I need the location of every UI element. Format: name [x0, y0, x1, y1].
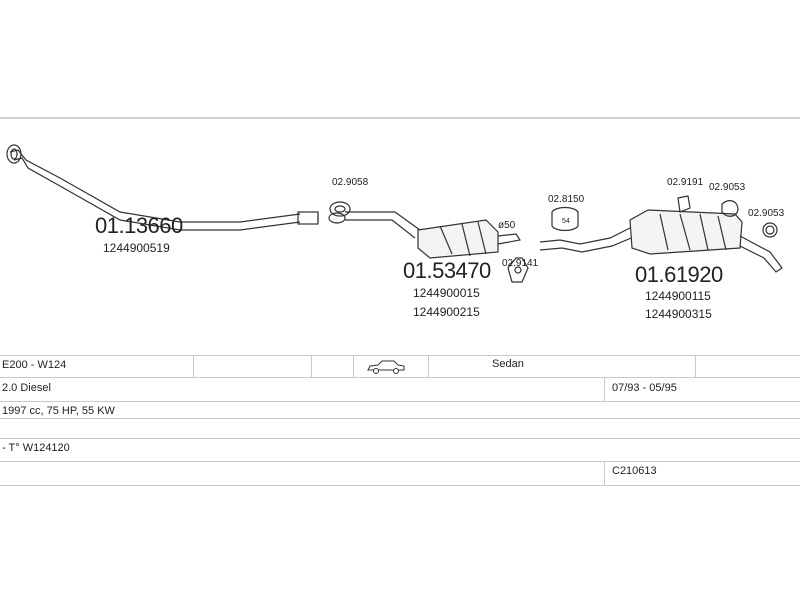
- mount-3-shape: [677, 195, 691, 213]
- table-col-divider: [604, 461, 605, 485]
- middle-silencer-shape: [417, 219, 499, 259]
- table-row-divider: [0, 418, 800, 419]
- model-cell: E200 - W124: [2, 359, 67, 371]
- middle-pipe: [345, 211, 421, 231]
- table-col-divider: [193, 355, 194, 377]
- table-row-divider: [0, 377, 800, 378]
- type-code-cell: - T° W124120: [2, 442, 70, 454]
- ring-number: 02.9053: [748, 208, 785, 219]
- table-row-divider: [0, 438, 800, 439]
- table-col-divider: [353, 355, 354, 377]
- table-col-divider: [311, 355, 312, 377]
- front-pipe-end: [297, 211, 319, 225]
- rear-silencer-oe-1: 1244900115: [645, 289, 711, 303]
- sedan-car-icon: [367, 360, 405, 374]
- kit-code-cell: C210613: [612, 465, 657, 477]
- tail-pipe: [739, 235, 783, 273]
- table-col-divider: [695, 355, 696, 377]
- top-divider: [0, 117, 800, 119]
- clamp-shape: [329, 201, 351, 217]
- front-pipe-shape-lower: [13, 157, 301, 231]
- mount-4-number: 02.9053: [709, 182, 746, 193]
- front-pipe-flange: [6, 144, 22, 164]
- mount-4-shape: [721, 200, 739, 217]
- ring-shape: [762, 222, 778, 238]
- clamp-1-number: 02.9058: [332, 177, 369, 188]
- mount-3-number: 02.9191: [667, 177, 704, 188]
- specs-cell: 1997 cc, 75 HP, 55 KW: [2, 405, 115, 417]
- rear-silencer-number: 01.61920: [635, 262, 723, 287]
- production-cell: 07/93 - 05/95: [612, 382, 677, 394]
- rear-silencer-shape: [629, 209, 743, 255]
- middle-silencer-number: 01.53470: [403, 258, 491, 283]
- rear-pipe: [539, 227, 631, 245]
- mount-1-shape: [507, 257, 529, 283]
- front-pipe-number: 01.13660: [95, 213, 183, 238]
- table-row-divider: [0, 401, 800, 402]
- engine-cell: 2.0 Diesel: [2, 382, 51, 394]
- table-row-divider: [0, 461, 800, 462]
- middle-silencer-oe-2: 1244900215: [413, 305, 480, 319]
- mount-2-shape: [551, 206, 579, 232]
- body-type-cell: Sedan: [492, 358, 524, 370]
- table-col-divider: [604, 377, 605, 401]
- front-pipe-shape: [9, 149, 301, 223]
- mount-2-number: 02.8150: [548, 194, 585, 205]
- table-row-divider: [0, 485, 800, 486]
- svg-text:54: 54: [562, 218, 570, 225]
- mount-1-number: 02.9141: [502, 258, 539, 269]
- joint-shape: [328, 212, 346, 224]
- middle-silencer-oe-1: 1244900015: [413, 286, 480, 300]
- front-pipe-oe: 1244900519: [103, 241, 170, 255]
- rear-silencer-oe-2: 1244900315: [645, 307, 712, 321]
- table-row-divider: [0, 355, 800, 356]
- table-col-divider: [428, 355, 429, 377]
- diameter-label: ø50: [498, 220, 516, 231]
